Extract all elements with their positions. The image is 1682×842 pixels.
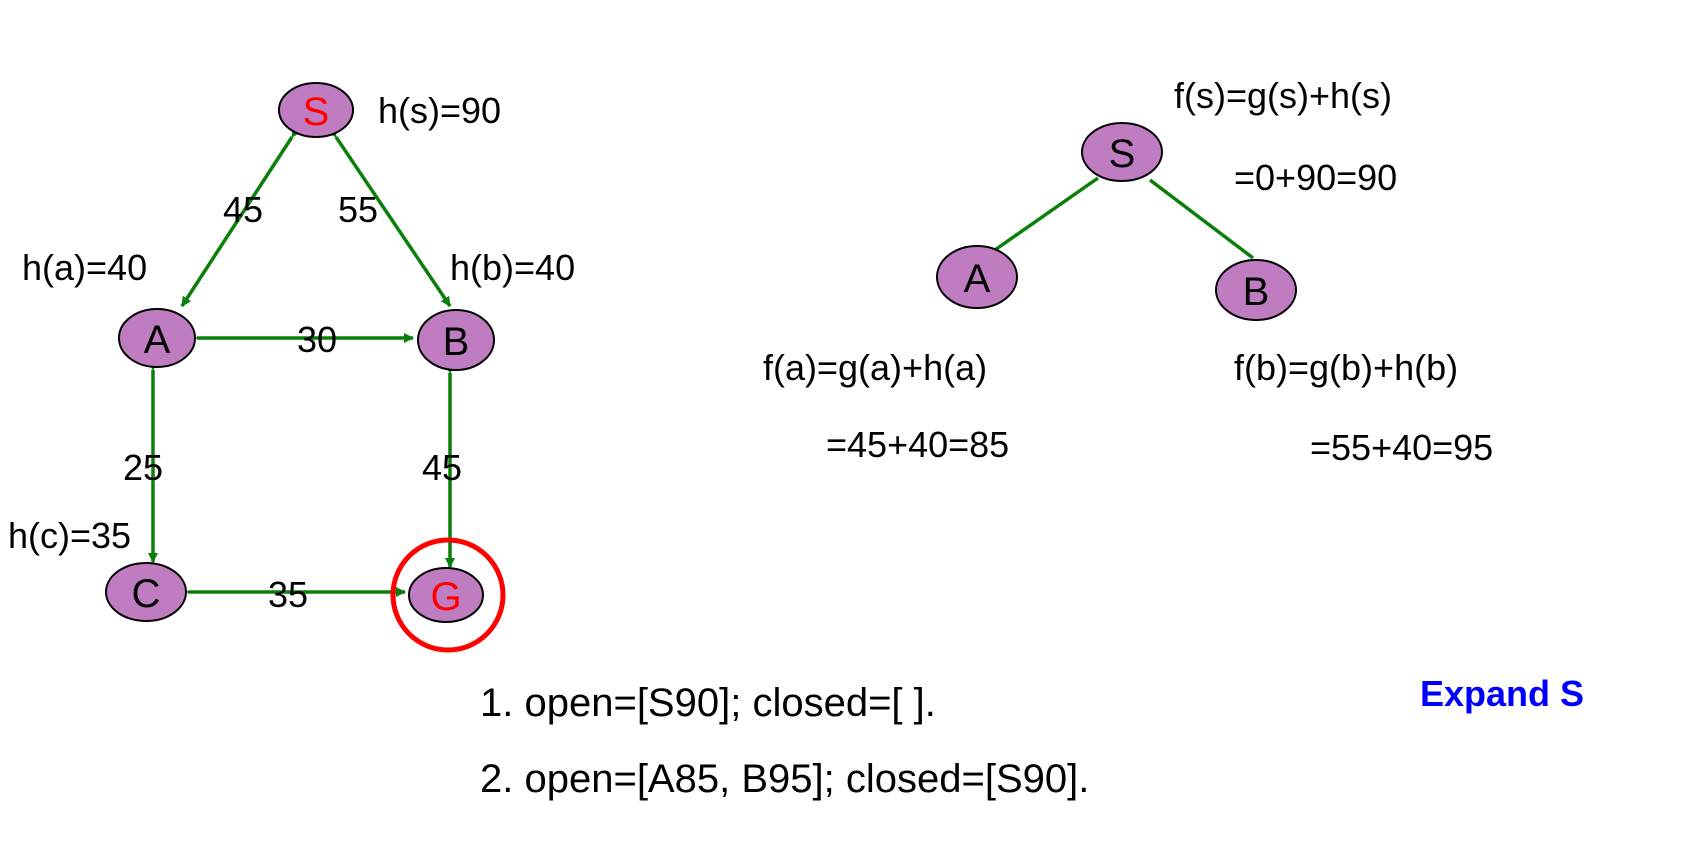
tree-value-a: =45+40=85 <box>826 424 1009 465</box>
tree-value-s: =0+90=90 <box>1234 157 1397 198</box>
node-label-g: G <box>430 575 461 619</box>
tree-node-s: S <box>1081 122 1163 182</box>
tree-node-label-a: A <box>964 257 991 301</box>
heuristic-a: h(a)=40 <box>22 247 147 288</box>
graph-node-s: S <box>278 82 354 138</box>
heuristic-s: h(s)=90 <box>378 90 501 131</box>
edge-s-a <box>180 126 302 307</box>
node-label-c: C <box>132 572 161 616</box>
tree-formula-b: f(b)=g(b)+h(b) <box>1234 347 1458 388</box>
edge-weight-b-g: 45 <box>422 447 462 488</box>
heuristic-b: h(b)=40 <box>450 247 575 288</box>
tree-formula-a: f(a)=g(a)+h(a) <box>763 347 987 388</box>
step-1: 1. open=[S90]; closed=[ ]. <box>480 681 936 725</box>
heuristic-c: h(c)=35 <box>8 515 131 556</box>
edge-s-b <box>326 126 452 307</box>
step-2: 2. open=[A85, B95]; closed=[S90]. <box>480 757 1089 801</box>
graph-node-b: B <box>417 309 495 371</box>
tree-node-label-b: B <box>1243 270 1270 314</box>
tree-node-a: A <box>936 245 1018 309</box>
tree-edge-s-a <box>990 176 1100 254</box>
search-tree: S A B <box>936 122 1297 321</box>
tree-edge-s-b <box>1148 178 1255 260</box>
node-label-s: S <box>303 90 330 134</box>
tree-node-b: B <box>1215 259 1297 321</box>
tree-value-b: =55+40=95 <box>1310 427 1493 468</box>
graph-node-a: A <box>118 308 196 368</box>
edge-weight-s-b: 55 <box>338 189 378 230</box>
action-label: Expand S <box>1420 673 1584 714</box>
node-label-a: A <box>144 318 171 362</box>
tree-node-label-s: S <box>1109 132 1136 176</box>
tree-formula-s: f(s)=g(s)+h(s) <box>1174 75 1392 116</box>
graph-node-g: G <box>408 567 484 623</box>
edge-weight-c-g: 35 <box>268 574 308 615</box>
graph-node-c: C <box>105 562 187 622</box>
edge-weight-s-a: 45 <box>223 189 263 230</box>
node-label-b: B <box>443 320 470 364</box>
edge-weight-a-c: 25 <box>123 447 163 488</box>
edge-weight-a-b: 30 <box>297 319 337 360</box>
goal-highlight-ring <box>390 537 506 653</box>
graph-edges <box>148 126 455 597</box>
